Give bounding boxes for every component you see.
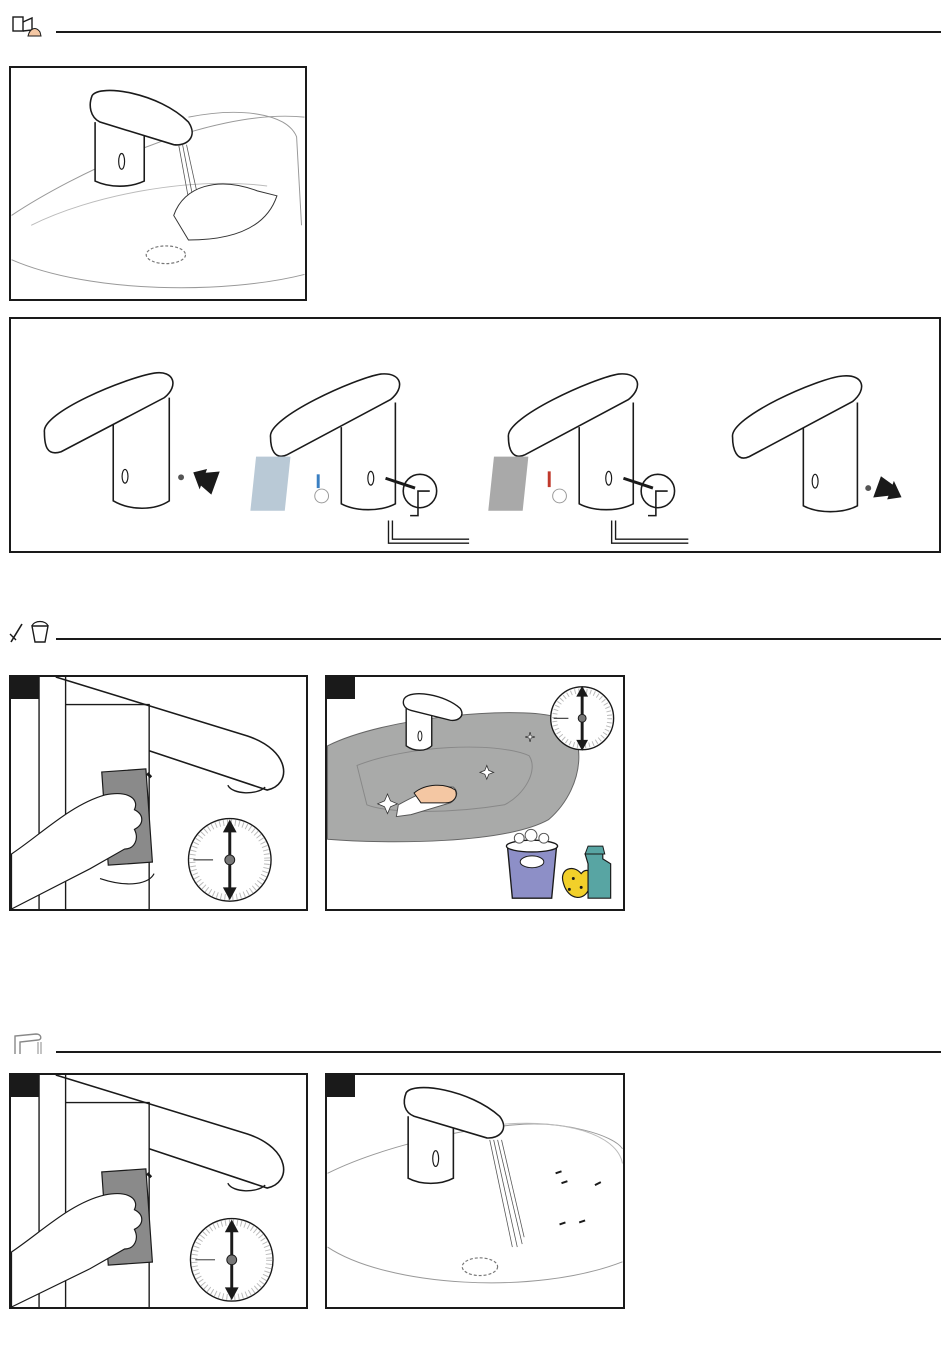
step-badge bbox=[327, 1075, 355, 1097]
bucket-icon bbox=[506, 829, 557, 898]
rotation-gauge bbox=[188, 819, 271, 902]
faucet-hot-adjust bbox=[488, 374, 688, 543]
faucet-cold-adjust bbox=[250, 374, 469, 543]
step-badge bbox=[11, 677, 39, 699]
hand-washing-illustration bbox=[9, 66, 307, 301]
step-badge bbox=[327, 677, 355, 699]
section-divider bbox=[56, 638, 941, 640]
faucet-open-cover bbox=[44, 373, 219, 509]
temperature-adjustment-illustration bbox=[9, 317, 941, 553]
section-divider bbox=[56, 1051, 941, 1053]
clean-sink-illustration bbox=[325, 675, 625, 911]
cleaning-bucket-icon bbox=[8, 618, 50, 644]
faucet-running-illustration bbox=[325, 1073, 625, 1309]
dry-faucet-cloth-illustration bbox=[9, 1073, 308, 1309]
hand-hygiene-icon bbox=[10, 14, 44, 38]
spray-bottle-icon bbox=[585, 846, 611, 898]
faucet-icon bbox=[10, 1030, 44, 1056]
clean-faucet-cloth-illustration bbox=[9, 675, 308, 911]
step-badge bbox=[11, 1075, 39, 1097]
faucet-close-cover bbox=[732, 376, 905, 512]
rotation-gauge bbox=[551, 686, 614, 751]
section-divider bbox=[56, 31, 941, 33]
rotation-gauge bbox=[190, 1219, 273, 1302]
